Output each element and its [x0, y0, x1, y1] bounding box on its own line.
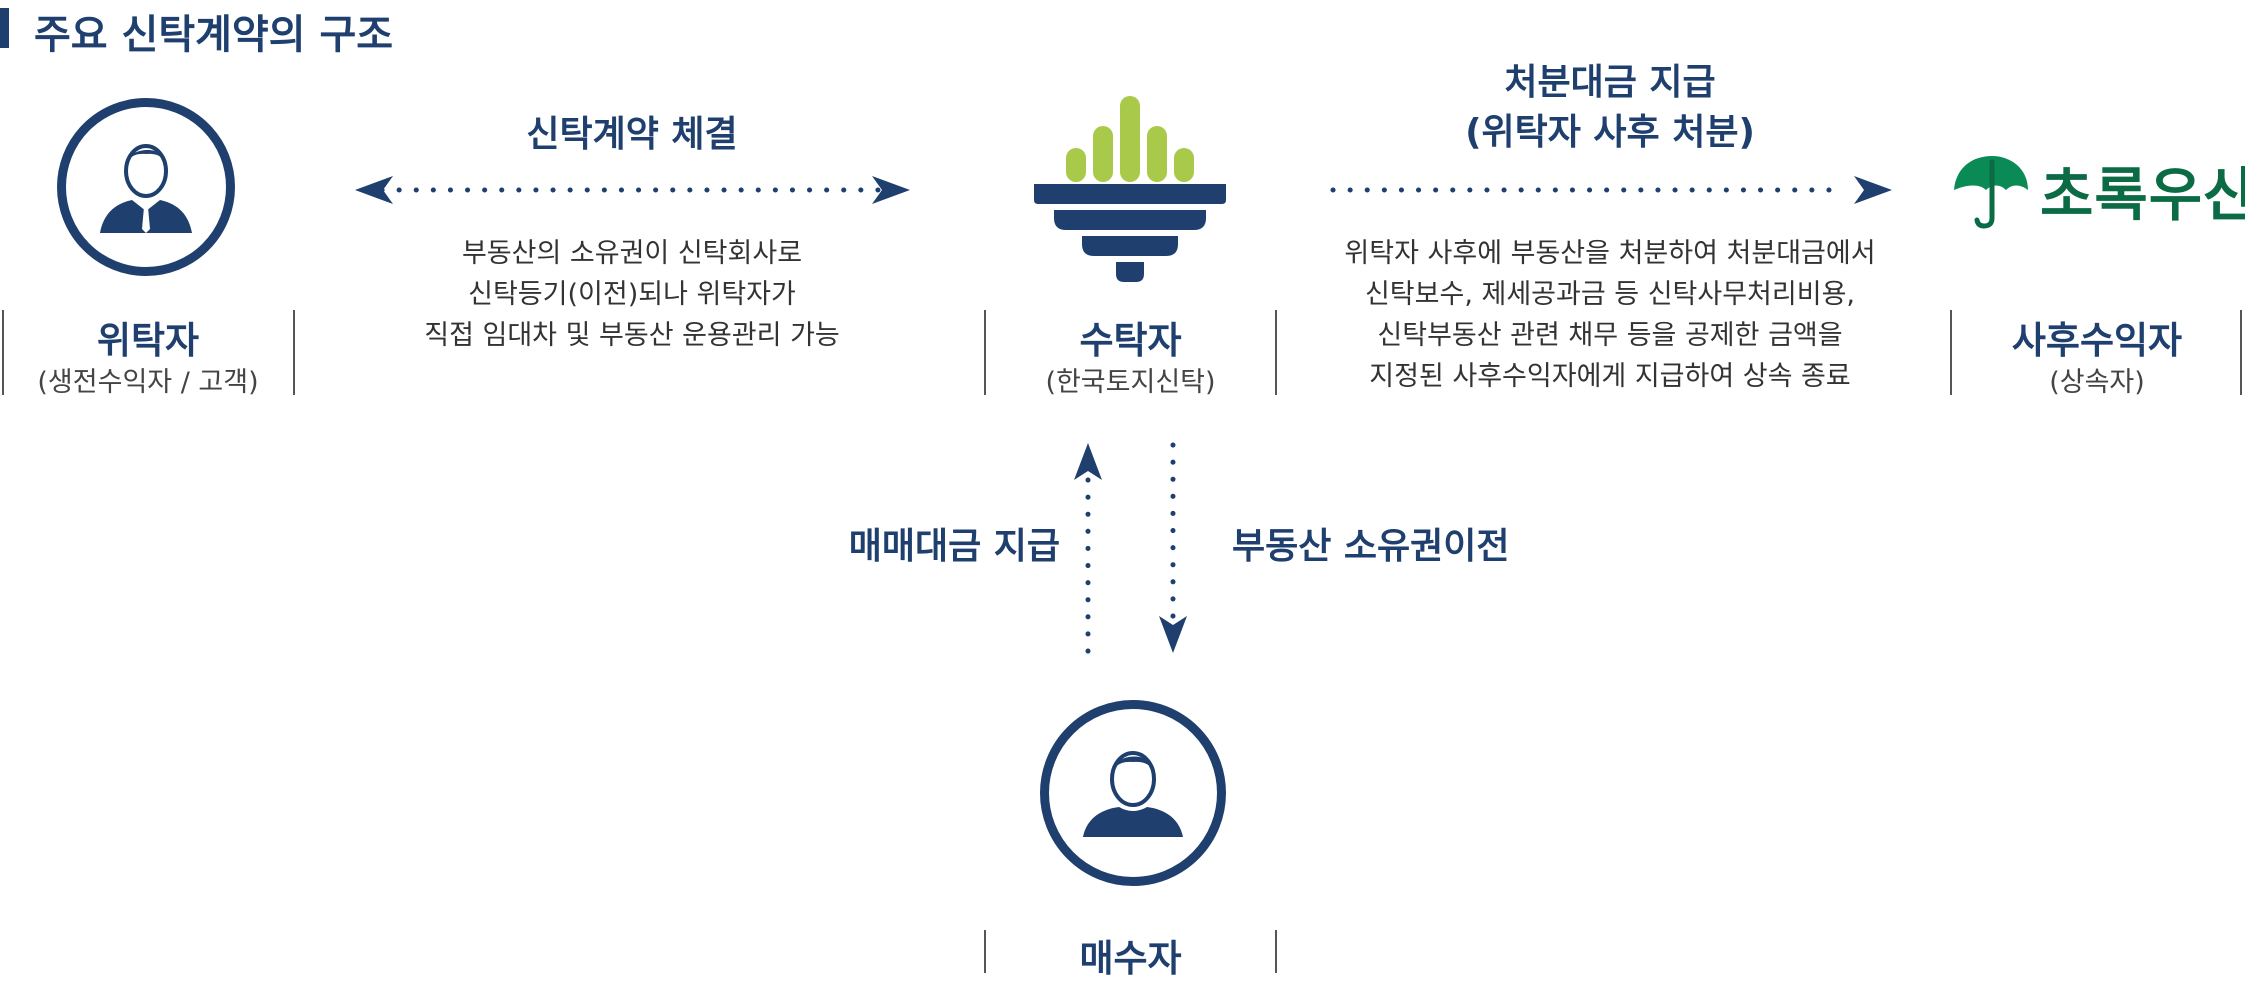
payout-label-line: 처분대금 지급 — [1504, 62, 1716, 103]
payment-label: 매매대금 지급 — [848, 526, 1060, 567]
contract-label: 신탁계약 체결 — [526, 114, 738, 155]
payout-label-line: (위탁자 사후 처분) — [1465, 112, 1755, 153]
payout-description: 위탁자 사후에 부동산을 처분하여 처분대금에서 신탁보수, 제세공과금 등 신… — [1300, 233, 1920, 397]
transfer-label: 부동산 소유권이전 — [1232, 526, 1510, 567]
buyer-name: 매수자 — [1079, 937, 1182, 980]
contract-desc-line: 직접 임대차 및 부동산 운용관리 가능 — [424, 320, 840, 351]
title-accent-bar — [0, 8, 9, 48]
trust-company-logo-icon — [1034, 96, 1226, 282]
beneficiary-name: 사후수익자 — [2011, 319, 2183, 362]
divider — [2240, 310, 2242, 395]
payout-desc-line: 지정된 사후수익자에게 지급하여 상속 종료 — [1369, 361, 1851, 392]
payout-desc-line: 위탁자 사후에 부동산을 처분하여 처분대금에서 — [1344, 238, 1876, 269]
payout-arrow — [1330, 176, 1892, 204]
payment-arrow — [1074, 443, 1102, 655]
payout-desc-line: 신탁보수, 제세공과금 등 신탁사무처리비용, — [1364, 279, 1856, 310]
contract-arrow — [355, 176, 910, 204]
divider — [2, 310, 4, 395]
page-title: 주요 신탁계약의 구조 — [34, 12, 394, 58]
payout-desc-line: 신탁부동산 관련 채무 등을 공제한 금액을 — [1377, 320, 1843, 351]
divider — [984, 930, 986, 973]
divider — [1950, 310, 1952, 395]
person-suit-icon — [57, 98, 235, 276]
divider — [984, 310, 986, 395]
beneficiary-sub: (상속자) — [2049, 367, 2145, 398]
payout-label: 처분대금 지급 (위탁자 사후 처분) — [1380, 58, 1840, 158]
trustee-name: 수탁자 — [1079, 319, 1182, 362]
trustee-sub: (한국토지신탁) — [1045, 367, 1216, 398]
umbrella-logo-icon — [1954, 156, 2028, 229]
divider — [1275, 310, 1277, 395]
settlor-sub: (생전수익자 / 고객) — [37, 367, 259, 398]
contract-desc-line: 신탁등기(이전)되나 위탁자가 — [468, 279, 796, 310]
settlor-name: 위탁자 — [96, 319, 200, 362]
contract-desc-line: 부동산의 소유권이 신탁회사로 — [461, 238, 803, 269]
transfer-arrow — [1159, 442, 1187, 653]
person-icon — [1040, 700, 1226, 886]
contract-description: 부동산의 소유권이 신탁회사로 신탁등기(이전)되나 위탁자가 직접 임대차 및… — [362, 233, 902, 356]
divider — [1275, 930, 1277, 973]
divider — [293, 310, 295, 395]
beneficiary-logo-text: 초록우산 — [2040, 161, 2245, 229]
